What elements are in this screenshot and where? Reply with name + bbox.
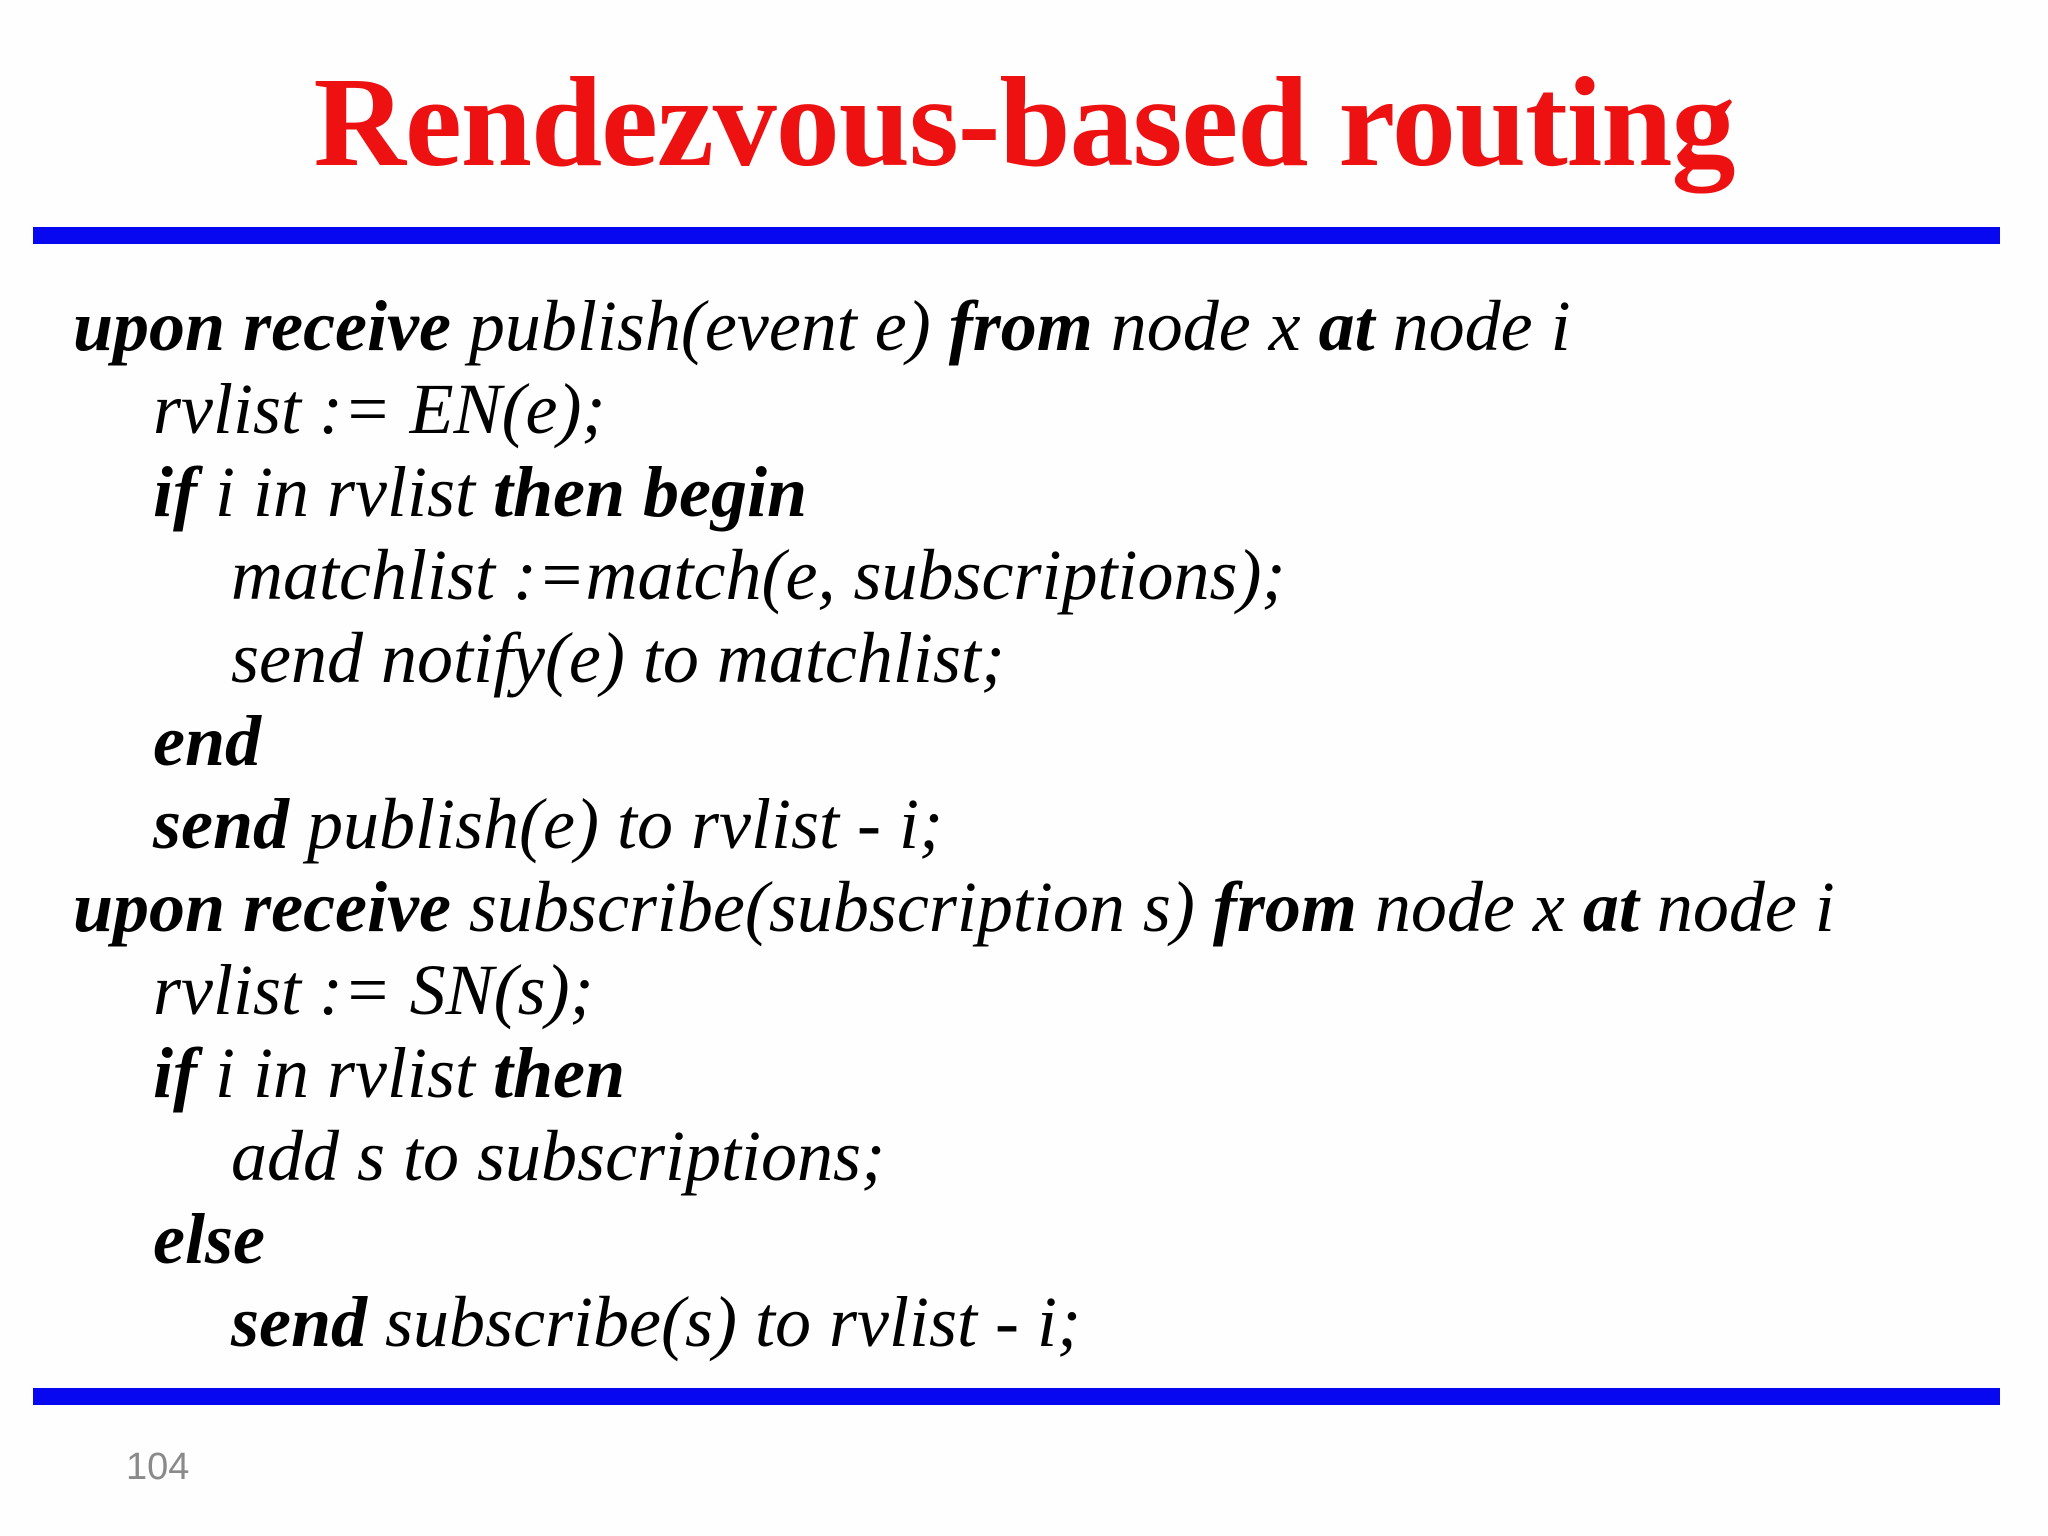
code-line: rvlist := SN(s); — [73, 949, 1973, 1032]
code-segment: upon receive — [73, 867, 469, 947]
code-segment: node x — [1110, 286, 1319, 366]
code-line: else — [73, 1198, 1973, 1281]
page-number: 104 — [126, 1446, 190, 1488]
code-segment: node x — [1374, 867, 1583, 947]
code-line: upon receive subscribe(subscription s) f… — [73, 866, 1973, 949]
footer-rule — [33, 1388, 2000, 1405]
slide-title: Rendezvous-based routing — [313, 51, 1736, 193]
code-segment: rvlist := EN(e); — [153, 369, 606, 449]
code-segment: at — [1582, 867, 1657, 947]
code-line: matchlist :=match(e, subscriptions); — [73, 534, 1973, 617]
code-segment: if — [153, 1033, 215, 1113]
code-segment: publish(e) to rvlist - i; — [307, 784, 943, 864]
code-line: add s to subscriptions; — [73, 1115, 1973, 1198]
code-segment: add s to subscriptions; — [231, 1116, 886, 1196]
code-segment: if — [153, 452, 215, 532]
code-segment: subscribe(s) to rvlist - i; — [385, 1282, 1081, 1362]
code-segment: publish(event e) — [468, 286, 949, 366]
code-line: send publish(e) to rvlist - i; — [73, 783, 1973, 866]
code-segment: end — [153, 701, 261, 781]
code-segment: subscribe(subscription s) — [468, 867, 1213, 947]
code-segment: node i — [1392, 286, 1571, 366]
code-segment: send — [153, 784, 308, 864]
code-segment: node i — [1656, 867, 1835, 947]
code-line: send subscribe(s) to rvlist - i; — [73, 1281, 1973, 1364]
code-line: end — [73, 700, 1973, 783]
code-segment: send — [231, 1282, 386, 1362]
code-segment: i in rvlist — [214, 452, 493, 532]
code-segment: from — [1212, 867, 1375, 947]
code-line: send notify(e) to matchlist; — [73, 617, 1973, 700]
code-line: if i in rvlist then begin — [73, 451, 1973, 534]
code-segment: i in rvlist — [214, 1033, 493, 1113]
pseudocode-block: upon receive publish(event e) from node … — [73, 285, 1973, 1364]
code-segment: send notify(e) to matchlist; — [231, 618, 1005, 698]
code-segment: matchlist :=match(e, subscriptions); — [231, 535, 1286, 615]
code-segment: else — [153, 1199, 265, 1279]
code-line: upon receive publish(event e) from node … — [73, 285, 1973, 368]
code-segment: then begin — [493, 452, 808, 532]
code-segment: then — [493, 1033, 626, 1113]
code-segment: rvlist := SN(s); — [153, 950, 594, 1030]
code-line: rvlist := EN(e); — [73, 368, 1973, 451]
code-segment: at — [1318, 286, 1393, 366]
code-segment: from — [948, 286, 1111, 366]
title-underline-rule — [33, 227, 2000, 244]
code-segment: upon receive — [73, 286, 469, 366]
code-line: if i in rvlist then — [73, 1032, 1973, 1115]
